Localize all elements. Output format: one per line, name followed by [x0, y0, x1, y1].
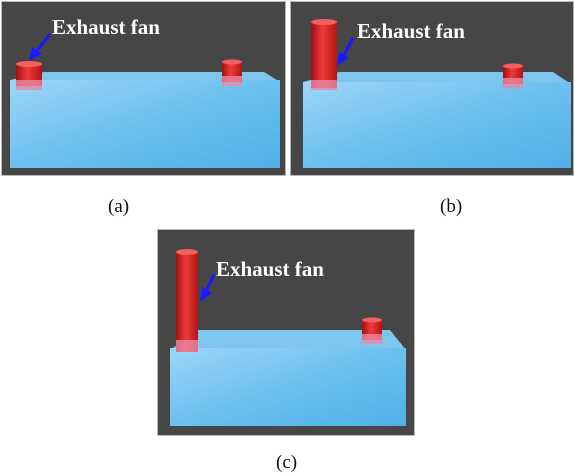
panel-c: Exhaust fan: [157, 229, 415, 436]
tank-front-face: [303, 82, 571, 168]
tank-front-face: [170, 348, 406, 426]
intake-stack: [503, 63, 523, 88]
tank-front-face: [10, 80, 280, 168]
exhaust-fan-label: Exhaust fan: [216, 257, 324, 281]
arrow-icon: [337, 37, 355, 66]
arrow-icon: [29, 33, 52, 61]
tank-top-face: [170, 330, 406, 350]
caption-a: (a): [108, 196, 130, 217]
arrow-icon: [200, 273, 216, 302]
intake-stack: [222, 59, 242, 86]
exhaust-fan-stack: [311, 19, 337, 90]
exhaust-fan-label: Exhaust fan: [357, 19, 465, 43]
exhaust-fan-label: Exhaust fan: [52, 15, 160, 39]
scene-b: Exhaust fan: [303, 19, 571, 168]
scene-a: Exhaust fan: [10, 15, 280, 168]
exhaust-fan-stack: [16, 61, 42, 90]
caption-c: (c): [276, 452, 298, 473]
scene-c: Exhaust fan: [170, 249, 406, 426]
panel-b: Exhaust fan: [290, 1, 574, 176]
caption-b: (b): [440, 196, 463, 217]
panel-a: Exhaust fan: [1, 1, 286, 176]
tank-top-face: [10, 72, 280, 82]
intake-stack: [362, 317, 382, 344]
exhaust-fan-stack: [176, 249, 198, 352]
